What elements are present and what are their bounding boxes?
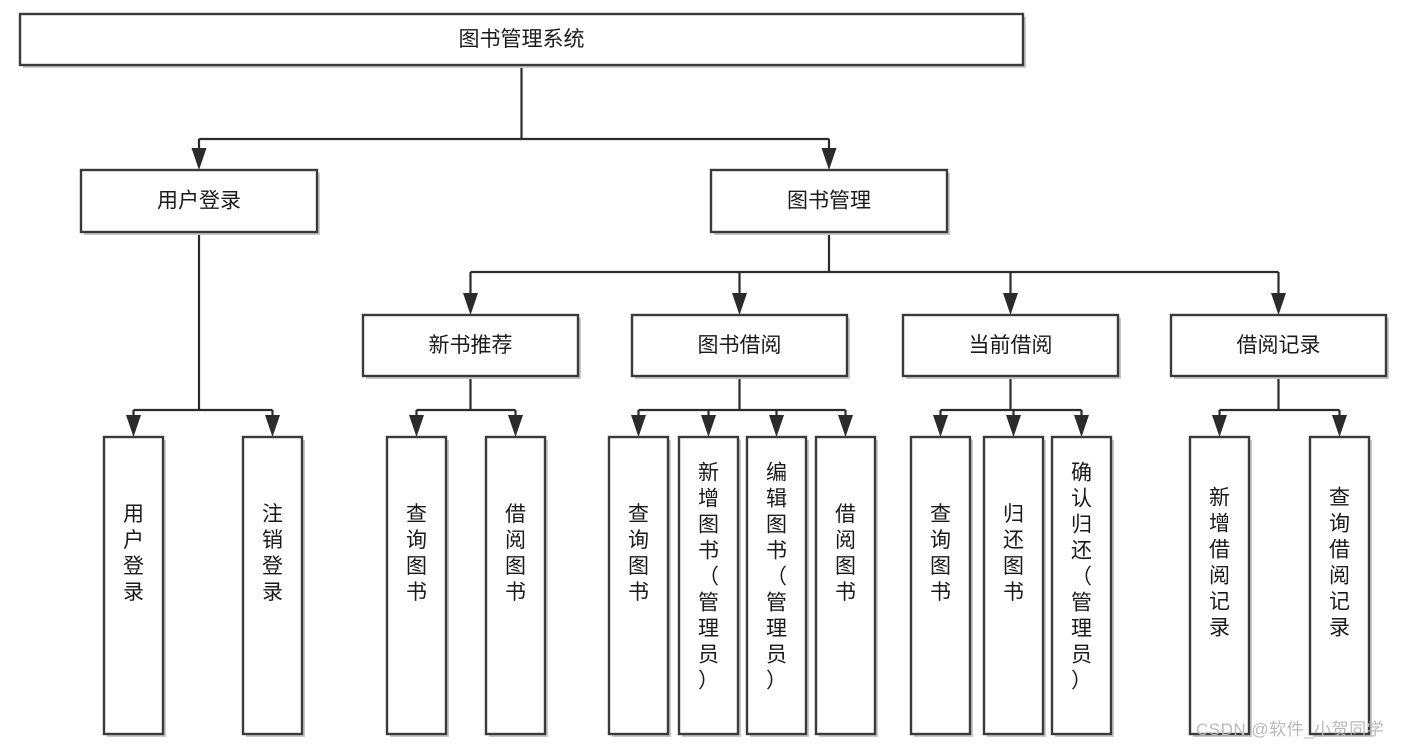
- connector-arrow-head: [732, 293, 747, 315]
- node-rect[interactable]: [709, 168, 949, 234]
- node-rect[interactable]: [630, 313, 849, 378]
- node-label: 查询图书: [930, 503, 951, 604]
- node-rect[interactable]: [102, 435, 165, 736]
- node-label: 注销登录: [262, 503, 283, 604]
- node-leaf-cur-query[interactable]: 查询图书: [909, 435, 973, 737]
- node-leaf-cur-return[interactable]: 归还图书: [982, 435, 1046, 737]
- node-rect[interactable]: [361, 313, 580, 378]
- connector-group-record: [1212, 376, 1347, 437]
- node-rect[interactable]: [677, 435, 740, 736]
- node-rect[interactable]: [1169, 313, 1388, 378]
- connector-group-current: [933, 376, 1089, 437]
- connector-arrow-head: [631, 415, 646, 437]
- connector-arrow-head: [126, 415, 141, 437]
- connector-group-root: [191, 65, 837, 170]
- node-current[interactable]: 当前借阅: [901, 313, 1121, 379]
- connector-arrow-head: [409, 415, 424, 437]
- node-rect[interactable]: [79, 168, 319, 234]
- node-leaf-bw-query[interactable]: 查询图书: [607, 435, 671, 737]
- node-rect[interactable]: [1050, 435, 1113, 736]
- connector-arrow-head: [701, 415, 716, 437]
- node-rect[interactable]: [909, 435, 972, 736]
- node-leaf-bw-edit[interactable]: 编辑图书（管理员）: [745, 435, 809, 737]
- node-label: 借阅图书: [505, 503, 526, 604]
- connector-arrow-head: [821, 148, 837, 170]
- node-label: 用户登录: [123, 503, 144, 604]
- connector-arrow-head: [1003, 293, 1018, 315]
- connector-layer: [126, 65, 1347, 437]
- connector-group-bookmgmt: [463, 232, 1286, 315]
- node-label: 图书管理: [787, 190, 871, 213]
- node-login[interactable]: 用户登录: [79, 168, 320, 235]
- connector-arrow-head: [1212, 415, 1227, 437]
- connector-arrow-head: [1332, 415, 1347, 437]
- node-rect[interactable]: [1188, 435, 1251, 736]
- connector-group-login: [126, 232, 280, 437]
- node-rect[interactable]: [745, 435, 808, 736]
- node-label: 图书借阅: [698, 334, 782, 357]
- node-label: 图书管理系统: [459, 28, 585, 51]
- node-leaf-nb-borrow[interactable]: 借阅图书: [484, 435, 548, 737]
- node-label: 借阅记录: [1237, 334, 1321, 357]
- node-rect[interactable]: [385, 435, 448, 736]
- node-borrow[interactable]: 图书借阅: [630, 313, 850, 379]
- node-rect[interactable]: [607, 435, 670, 736]
- node-rect[interactable]: [18, 12, 1025, 67]
- node-rect[interactable]: [241, 435, 304, 736]
- node-leaf-cur-confirm[interactable]: 确认归还（管理员）: [1050, 435, 1114, 737]
- connector-arrow-head: [933, 415, 948, 437]
- node-label: 新增借阅记录: [1209, 486, 1230, 639]
- connector-arrow-head: [1271, 293, 1286, 315]
- node-rect[interactable]: [982, 435, 1045, 736]
- node-leaf-rec-query[interactable]: 查询借阅记录: [1308, 435, 1372, 737]
- node-label: 新书推荐: [429, 334, 513, 357]
- node-root[interactable]: 图书管理系统: [18, 12, 1026, 68]
- node-leaf-bw-borrow[interactable]: 借阅图书: [814, 435, 878, 737]
- node-label: 用户登录: [157, 190, 241, 213]
- connector-group-newbook: [409, 376, 523, 437]
- node-label: 确认归还（管理员）: [1071, 461, 1092, 692]
- csdn-watermark: CSDN @软件_小贺同学: [1196, 720, 1385, 739]
- node-layer: 图书管理系统用户登录图书管理新书推荐图书借阅当前借阅借阅记录用户登录注销登录查询…: [18, 12, 1389, 737]
- node-label: 查询图书: [406, 503, 427, 604]
- connector-arrow-head: [508, 415, 523, 437]
- connector-arrow-head: [1074, 415, 1089, 437]
- node-leaf-bw-add[interactable]: 新增图书（管理员）: [677, 435, 741, 737]
- connector-group-borrow: [631, 376, 853, 437]
- connector-arrow-head: [769, 415, 784, 437]
- node-leaf-user-logout[interactable]: 注销登录: [241, 435, 305, 737]
- node-label: 归还图书: [1003, 503, 1024, 604]
- node-rect[interactable]: [814, 435, 877, 736]
- node-label: 编辑图书（管理员）: [766, 461, 787, 692]
- connector-arrow-head: [463, 293, 478, 315]
- node-bookmgmt[interactable]: 图书管理: [709, 168, 950, 235]
- node-rect[interactable]: [1308, 435, 1371, 736]
- connector-arrow-head: [1006, 415, 1021, 437]
- node-rect[interactable]: [484, 435, 547, 736]
- node-label: 查询借阅记录: [1329, 486, 1350, 639]
- node-label: 当前借阅: [969, 334, 1053, 357]
- node-label: 查询图书: [628, 503, 649, 604]
- node-leaf-user-login[interactable]: 用户登录: [102, 435, 166, 737]
- node-label: 借阅图书: [835, 503, 856, 604]
- node-newbook[interactable]: 新书推荐: [361, 313, 581, 379]
- connector-arrow-head: [265, 415, 280, 437]
- node-leaf-nb-query[interactable]: 查询图书: [385, 435, 449, 737]
- node-label: 新增图书（管理员）: [698, 461, 719, 692]
- connector-arrow-head: [838, 415, 853, 437]
- node-rect[interactable]: [901, 313, 1120, 378]
- connector-arrow-head: [191, 148, 207, 170]
- node-record[interactable]: 借阅记录: [1169, 313, 1389, 379]
- node-leaf-rec-add[interactable]: 新增借阅记录: [1188, 435, 1252, 737]
